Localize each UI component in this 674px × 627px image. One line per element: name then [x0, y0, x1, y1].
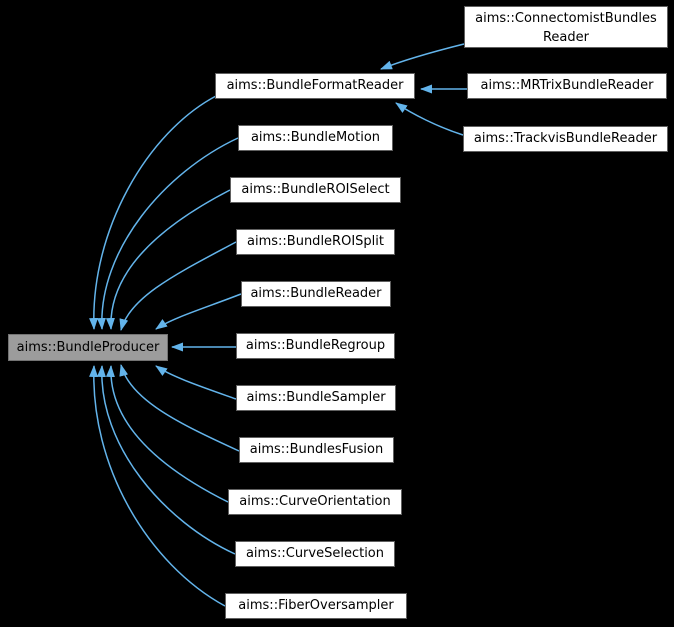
node-label: aims::BundleReader — [250, 286, 382, 301]
node-label-line1: aims::ConnectomistBundles — [475, 11, 657, 26]
node-label: aims::BundlesFusion — [249, 442, 384, 457]
node-label: aims::FiberOversampler — [238, 598, 394, 613]
node-aims-curveselection[interactable]: aims::CurveSelection — [235, 541, 395, 567]
node-label: aims::BundleProducer — [16, 340, 160, 355]
node-label: aims::BundleROISelect — [241, 182, 390, 197]
node-label: aims::CurveSelection — [245, 546, 385, 561]
node-label: aims::TrackvisBundleReader — [473, 131, 658, 146]
node-aims-bundleproducer: aims::BundleProducer — [8, 334, 168, 361]
node-aims-connectomistbundlesreader[interactable]: aims::ConnectomistBundles Reader — [464, 6, 668, 48]
node-aims-mrtrixbundlereader[interactable]: aims::MRTrixBundleReader — [467, 73, 667, 99]
node-aims-bundlemotion[interactable]: aims::BundleMotion — [238, 125, 393, 151]
node-aims-bundlereader[interactable]: aims::BundleReader — [241, 281, 391, 307]
node-aims-curveorientation[interactable]: aims::CurveOrientation — [228, 489, 402, 515]
node-aims-trackvisbundlereader[interactable]: aims::TrackvisBundleReader — [463, 126, 668, 152]
node-label: aims::CurveOrientation — [239, 494, 391, 509]
node-label: aims::BundleFormatReader — [226, 78, 404, 93]
node-label: aims::BundleMotion — [250, 130, 381, 145]
node-aims-bundleroisplit[interactable]: aims::BundleROISplit — [236, 229, 395, 255]
node-aims-bundleregroup[interactable]: aims::BundleRegroup — [236, 333, 395, 359]
node-aims-fiberoversampler[interactable]: aims::FiberOversampler — [225, 593, 407, 619]
node-aims-bundlesampler[interactable]: aims::BundleSampler — [236, 385, 396, 411]
node-aims-bundleroiselect[interactable]: aims::BundleROISelect — [230, 177, 401, 203]
node-label: aims::BundleROISplit — [247, 234, 384, 249]
node-label: aims::BundleSampler — [246, 390, 386, 405]
node-aims-bundlesfusion[interactable]: aims::BundlesFusion — [239, 437, 394, 463]
node-aims-bundleformatreader[interactable]: aims::BundleFormatReader — [215, 73, 415, 99]
node-label-line2: Reader — [542, 30, 589, 45]
node-label: aims::MRTrixBundleReader — [480, 78, 654, 93]
node-label: aims::BundleRegroup — [245, 338, 386, 353]
